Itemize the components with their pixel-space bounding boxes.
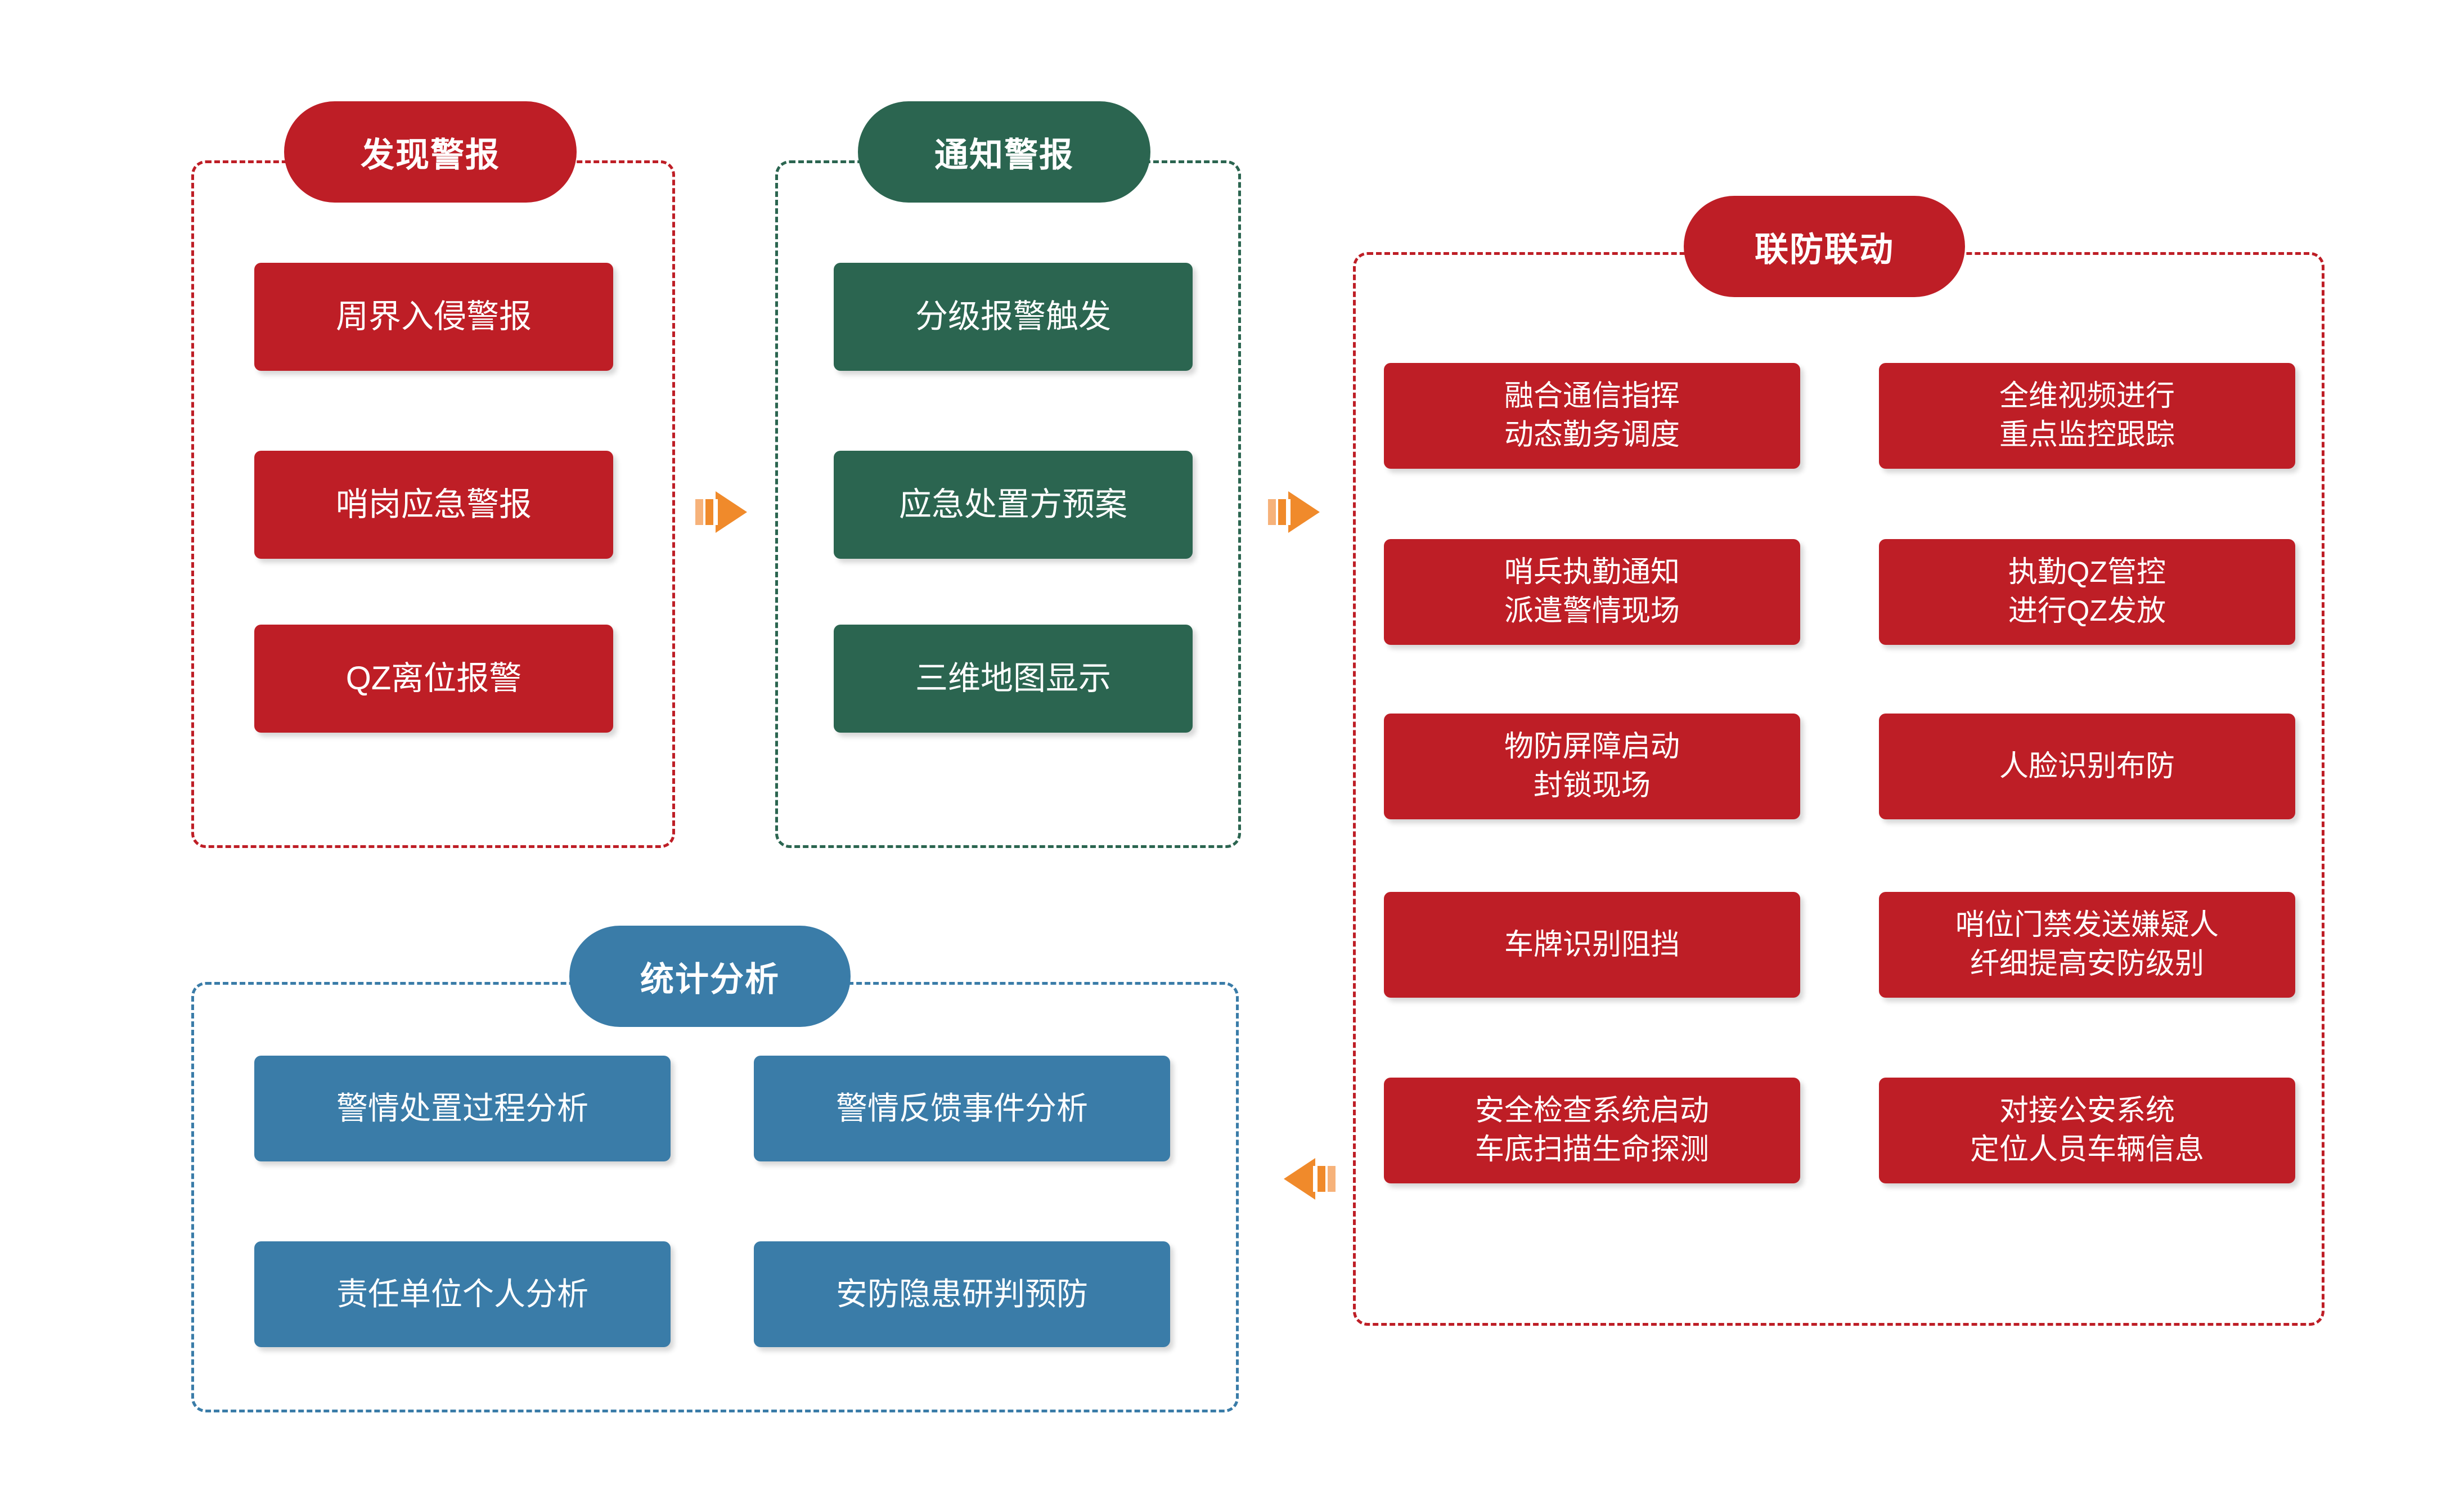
- card-statistics-3[interactable]: 责任单位个人分析: [254, 1241, 671, 1347]
- pill-label-discover-alarm: 发现警报: [361, 136, 500, 174]
- card-joint-4[interactable]: 执勤QZ管控 进行QZ发放: [1879, 539, 2295, 645]
- pill-label-statistics-analysis: 统计分析: [640, 960, 780, 998]
- card-joint-2[interactable]: 全维视频进行 重点监控跟踪: [1879, 363, 2295, 469]
- arrow-notify-to-joint-icon: [1266, 481, 1333, 543]
- card-joint-3[interactable]: 哨兵执勤通知 派遣警情现场: [1384, 539, 1800, 645]
- pill-notify-alarm[interactable]: 通知警报: [858, 101, 1150, 203]
- card-notify-3[interactable]: 三维地图显示: [834, 625, 1193, 733]
- card-joint-1[interactable]: 融合通信指挥 动态勤务调度: [1384, 363, 1800, 469]
- pill-statistics-analysis[interactable]: 统计分析: [569, 926, 851, 1027]
- card-discover-2[interactable]: 哨岗应急警报: [254, 451, 613, 559]
- pill-label-notify-alarm: 通知警报: [934, 136, 1074, 174]
- card-statistics-2[interactable]: 警情反馈事件分析: [754, 1056, 1170, 1161]
- arrow-joint-to-statistics-icon: [1270, 1148, 1338, 1210]
- card-discover-3[interactable]: QZ离位报警: [254, 625, 613, 733]
- pill-discover-alarm[interactable]: 发现警报: [284, 101, 577, 203]
- panel-statistics-analysis: [191, 982, 1239, 1412]
- card-joint-6[interactable]: 人脸识别布防: [1879, 714, 2295, 819]
- pill-joint-defense[interactable]: 联防联动: [1684, 196, 1965, 297]
- card-statistics-1[interactable]: 警情处置过程分析: [254, 1056, 671, 1161]
- card-statistics-4[interactable]: 安防隐患研判预防: [754, 1241, 1170, 1347]
- card-joint-7[interactable]: 车牌识别阻挡: [1384, 892, 1800, 998]
- card-joint-9[interactable]: 安全检查系统启动 车底扫描生命探测: [1384, 1078, 1800, 1183]
- card-discover-1[interactable]: 周界入侵警报: [254, 263, 613, 371]
- card-notify-1[interactable]: 分级报警触发: [834, 263, 1193, 371]
- arrow-discover-to-notify-icon: [693, 481, 761, 543]
- card-joint-5[interactable]: 物防屏障启动 封锁现场: [1384, 714, 1800, 819]
- pill-label-joint-defense: 联防联动: [1755, 230, 1894, 268]
- card-notify-2[interactable]: 应急处置方预案: [834, 451, 1193, 559]
- card-joint-10[interactable]: 对接公安系统 定位人员车辆信息: [1879, 1078, 2295, 1183]
- card-joint-8[interactable]: 哨位门禁发送嫌疑人 纤细提高安防级别: [1879, 892, 2295, 998]
